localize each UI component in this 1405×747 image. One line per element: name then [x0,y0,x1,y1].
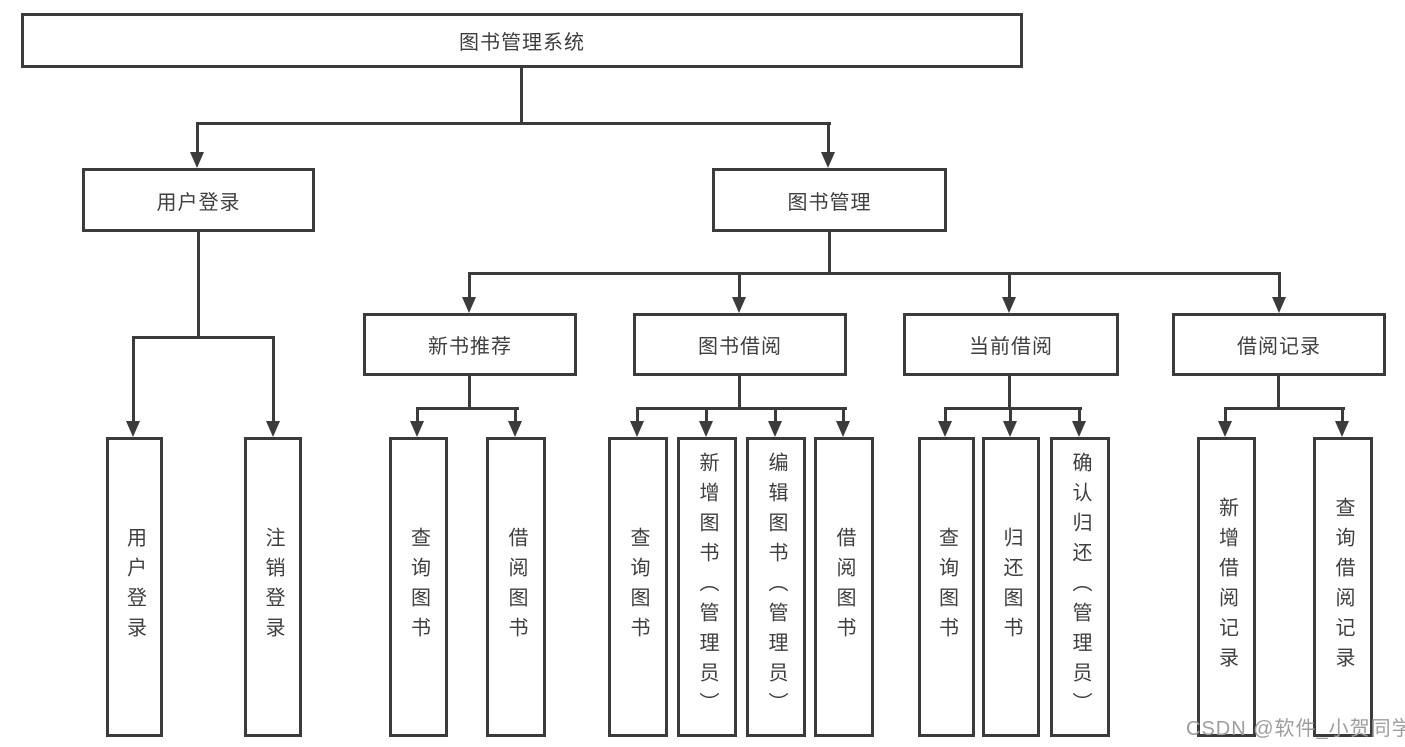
arrowhead-icon [768,421,782,437]
leaf-edit-books-admin: 编辑图书（管理员） [746,437,806,737]
leaf-query-books-borrow: 查询图书 [608,437,668,737]
connector-line [774,407,777,421]
arrowhead-icon [836,421,850,437]
node-user-login: 用户登录 [82,168,315,232]
arrowhead-icon [190,152,204,168]
arrowhead-icon [1218,421,1232,437]
connector-line [944,407,1082,410]
leaf-query-books-current: 查询图书 [918,437,975,737]
node-new-book-recommendation: 新书推荐 [363,313,577,376]
connector-line [828,232,831,272]
node-library-system: 图书管理系统 [21,13,1023,68]
connector-line [1224,407,1227,421]
arrowhead-icon [266,421,280,437]
arrowhead-icon [630,421,644,437]
arrowhead-icon [732,297,746,313]
arrowhead-icon [462,297,476,313]
arrowhead-icon [938,421,952,437]
node-borrowing-records: 借阅记录 [1172,313,1386,376]
arrowhead-icon [1072,421,1086,437]
connector-line [196,122,831,125]
leaf-return-books: 归还图书 [982,437,1040,737]
connector-line [827,122,830,152]
connector-line [520,68,523,123]
connector-line [944,407,947,421]
node-book-borrowing: 图书借阅 [633,313,847,376]
leaf-add-borrow-record: 新增借阅记录 [1197,437,1256,737]
leaf-borrow-books-recommend: 借阅图书 [486,437,546,737]
connector-line [132,336,275,339]
connector-line [738,272,741,297]
connector-line [1008,272,1011,297]
arrowhead-icon [1002,297,1016,313]
arrowhead-icon [699,421,713,437]
connector-line [1009,407,1012,421]
connector-line [132,336,135,421]
connector-line [636,407,847,410]
connector-line [514,407,517,421]
node-current-borrowing: 当前借阅 [903,313,1119,376]
csdn-watermark: CSDN @软件_小贺同学 [1186,718,1405,740]
leaf-query-borrow-record: 查询借阅记录 [1313,437,1373,737]
connector-line [1224,407,1345,410]
connector-line [842,407,845,421]
node-book-management: 图书管理 [712,168,947,232]
leaf-logout-login: 注销登录 [244,437,302,737]
connector-line [196,122,199,152]
connector-line [1278,272,1281,297]
connector-line [272,336,275,421]
arrowhead-icon [126,421,140,437]
connector-line [1277,376,1280,410]
arrowhead-icon [508,421,522,437]
connector-line [468,272,1281,275]
connector-line [705,407,708,421]
arrowhead-icon [410,421,424,437]
leaf-borrow-books: 借阅图书 [814,437,874,737]
connector-line [416,407,419,421]
connector-line [636,407,639,421]
connector-line [1341,407,1344,421]
leaf-query-books-recommend: 查询图书 [389,437,448,737]
connector-line [738,376,741,410]
arrowhead-icon [1335,421,1349,437]
leaf-user-login: 用户登录 [106,437,163,737]
arrowhead-icon [1003,421,1017,437]
connector-line [468,272,471,297]
leaf-add-books-admin: 新增图书（管理员） [677,437,737,737]
connector-line [468,376,471,410]
connector-line [197,232,200,336]
connector-line [416,407,519,410]
arrowhead-icon [821,152,835,168]
connector-line [1078,407,1081,421]
connector-line [1008,376,1011,410]
leaf-confirm-return-admin: 确认归还（管理员） [1050,437,1110,737]
arrowhead-icon [1272,297,1286,313]
